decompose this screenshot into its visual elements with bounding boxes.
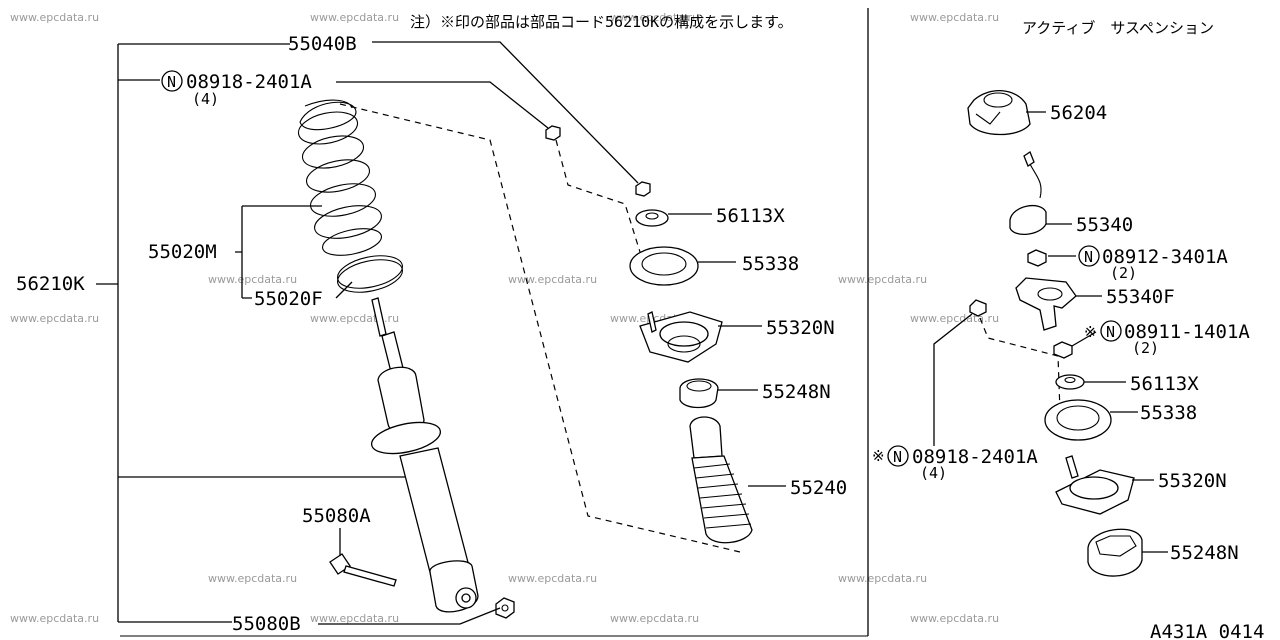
label-55020M: 55020M: [148, 241, 217, 263]
label-55340F: 55340F: [1106, 286, 1175, 308]
watermark: www.epcdata.ru: [310, 11, 399, 24]
mount-55320N-right: [1055, 455, 1135, 515]
assembly-line-nut: [555, 139, 641, 253]
n-symbol-circle: [161, 70, 183, 92]
spring-seat-ring: [337, 255, 403, 293]
label-56113X: 56113X: [716, 205, 785, 227]
watermark: www.epcdata.ru: [10, 312, 99, 325]
watermark: www.epcdata.ru: [508, 572, 597, 585]
n-symbol-circle: [1078, 245, 1100, 267]
label-55248N: 55248N: [762, 381, 831, 403]
watermark: www.epcdata.ru: [910, 312, 999, 325]
mount-55320N: [639, 311, 723, 363]
label-55338: 55338: [742, 253, 799, 275]
watermark: www.epcdata.ru: [838, 273, 927, 286]
nut-top: [545, 125, 651, 197]
bump-55248N-right: [1087, 528, 1143, 577]
watermark: www.epcdata.ru: [910, 11, 999, 24]
n-symbol: N: [1084, 248, 1093, 266]
label-55240: 55240: [790, 477, 847, 499]
label-55248N-right: 55248N: [1170, 542, 1239, 564]
label-08918-qty: (4): [192, 90, 219, 108]
bump-55248N: [679, 378, 719, 409]
label-55080A: 55080A: [302, 505, 371, 527]
plate-55338-right: [1044, 399, 1112, 441]
watermark: www.epcdata.ru: [208, 572, 297, 585]
bolt-55080A: [329, 553, 397, 587]
nut-08911: [1053, 341, 1073, 359]
label-55080B: 55080B: [232, 613, 301, 635]
coil-spring: [297, 99, 383, 256]
sensor-55340: [1009, 151, 1047, 235]
washer-56113X: [635, 209, 669, 227]
label-56210K: 56210K: [16, 273, 85, 295]
watermark-layer: www.epcdata.ru www.epcdata.ru www.epcdat…: [10, 11, 999, 625]
assembly-line-left: [339, 103, 741, 553]
label-55340: 55340: [1076, 214, 1133, 236]
right-panel-title: アクティブ サスペンション: [1022, 19, 1214, 37]
nut-55080B: [495, 597, 515, 619]
label-08918-qty-right: (4): [920, 464, 947, 482]
assembly-line-right: [979, 317, 1061, 413]
n-symbol: N: [167, 73, 176, 91]
bracket-55020M: [235, 205, 322, 299]
label-08918-2401A-right: 08918-2401A: [912, 446, 1038, 468]
n-symbol-circle: [887, 445, 909, 467]
n-symbol: N: [1106, 323, 1115, 341]
label-08918-2401A: 08918-2401A: [186, 71, 312, 93]
leader-08911: [1071, 331, 1097, 347]
left-bracket: [96, 43, 405, 623]
header-note: 注）※印の部品は部品コード56210Kの構成を示します。: [410, 13, 793, 31]
leader-55080B: [318, 607, 501, 625]
watermark: www.epcdata.ru: [208, 273, 297, 286]
watermark: www.epcdata.ru: [838, 572, 927, 585]
label-56204: 56204: [1050, 102, 1107, 124]
plate-55338: [629, 246, 699, 286]
leader-08918-right: [933, 313, 973, 446]
label-08911-qty: (2): [1132, 339, 1159, 357]
label-55020F: 55020F: [254, 288, 323, 310]
nut-08918-right: [969, 299, 987, 317]
label-56113X-right: 56113X: [1130, 373, 1199, 395]
bracket-55340F: [1015, 277, 1077, 331]
cap-56204: [967, 89, 1031, 136]
watermark: www.epcdata.ru: [910, 612, 999, 625]
label-08911-1401A: 08911-1401A: [1124, 321, 1250, 343]
asterisk-mark: ※: [872, 447, 885, 465]
label-08912-qty: (2): [1110, 264, 1137, 282]
watermark: www.epcdata.ru: [508, 273, 597, 286]
watermark: www.epcdata.ru: [610, 612, 699, 625]
footer-code: A431A 0414: [1150, 621, 1264, 640]
label-55338-right: 55338: [1140, 402, 1197, 424]
label-55040B: 55040B: [288, 33, 357, 55]
leader-08918-2401A: [336, 81, 549, 129]
n-symbol-circle: [1100, 320, 1122, 342]
asterisk-mark: ※: [1084, 323, 1097, 341]
bellows-55240: [689, 416, 753, 544]
watermark: www.epcdata.ru: [610, 11, 699, 24]
watermark: www.epcdata.ru: [310, 612, 399, 625]
label-55320N: 55320N: [766, 317, 835, 339]
n-symbol: N: [893, 448, 902, 466]
label-55320N-right: 55320N: [1158, 470, 1227, 492]
label-08912-3401A: 08912-3401A: [1102, 246, 1228, 268]
nut-08912: [1027, 249, 1047, 267]
leader-55040B: [372, 41, 639, 184]
watermark: www.epcdata.ru: [10, 11, 99, 24]
shock-absorber: [370, 297, 479, 613]
washer-56113X-right: [1055, 374, 1085, 390]
watermark: www.epcdata.ru: [10, 612, 99, 625]
watermark: www.epcdata.ru: [310, 312, 399, 325]
